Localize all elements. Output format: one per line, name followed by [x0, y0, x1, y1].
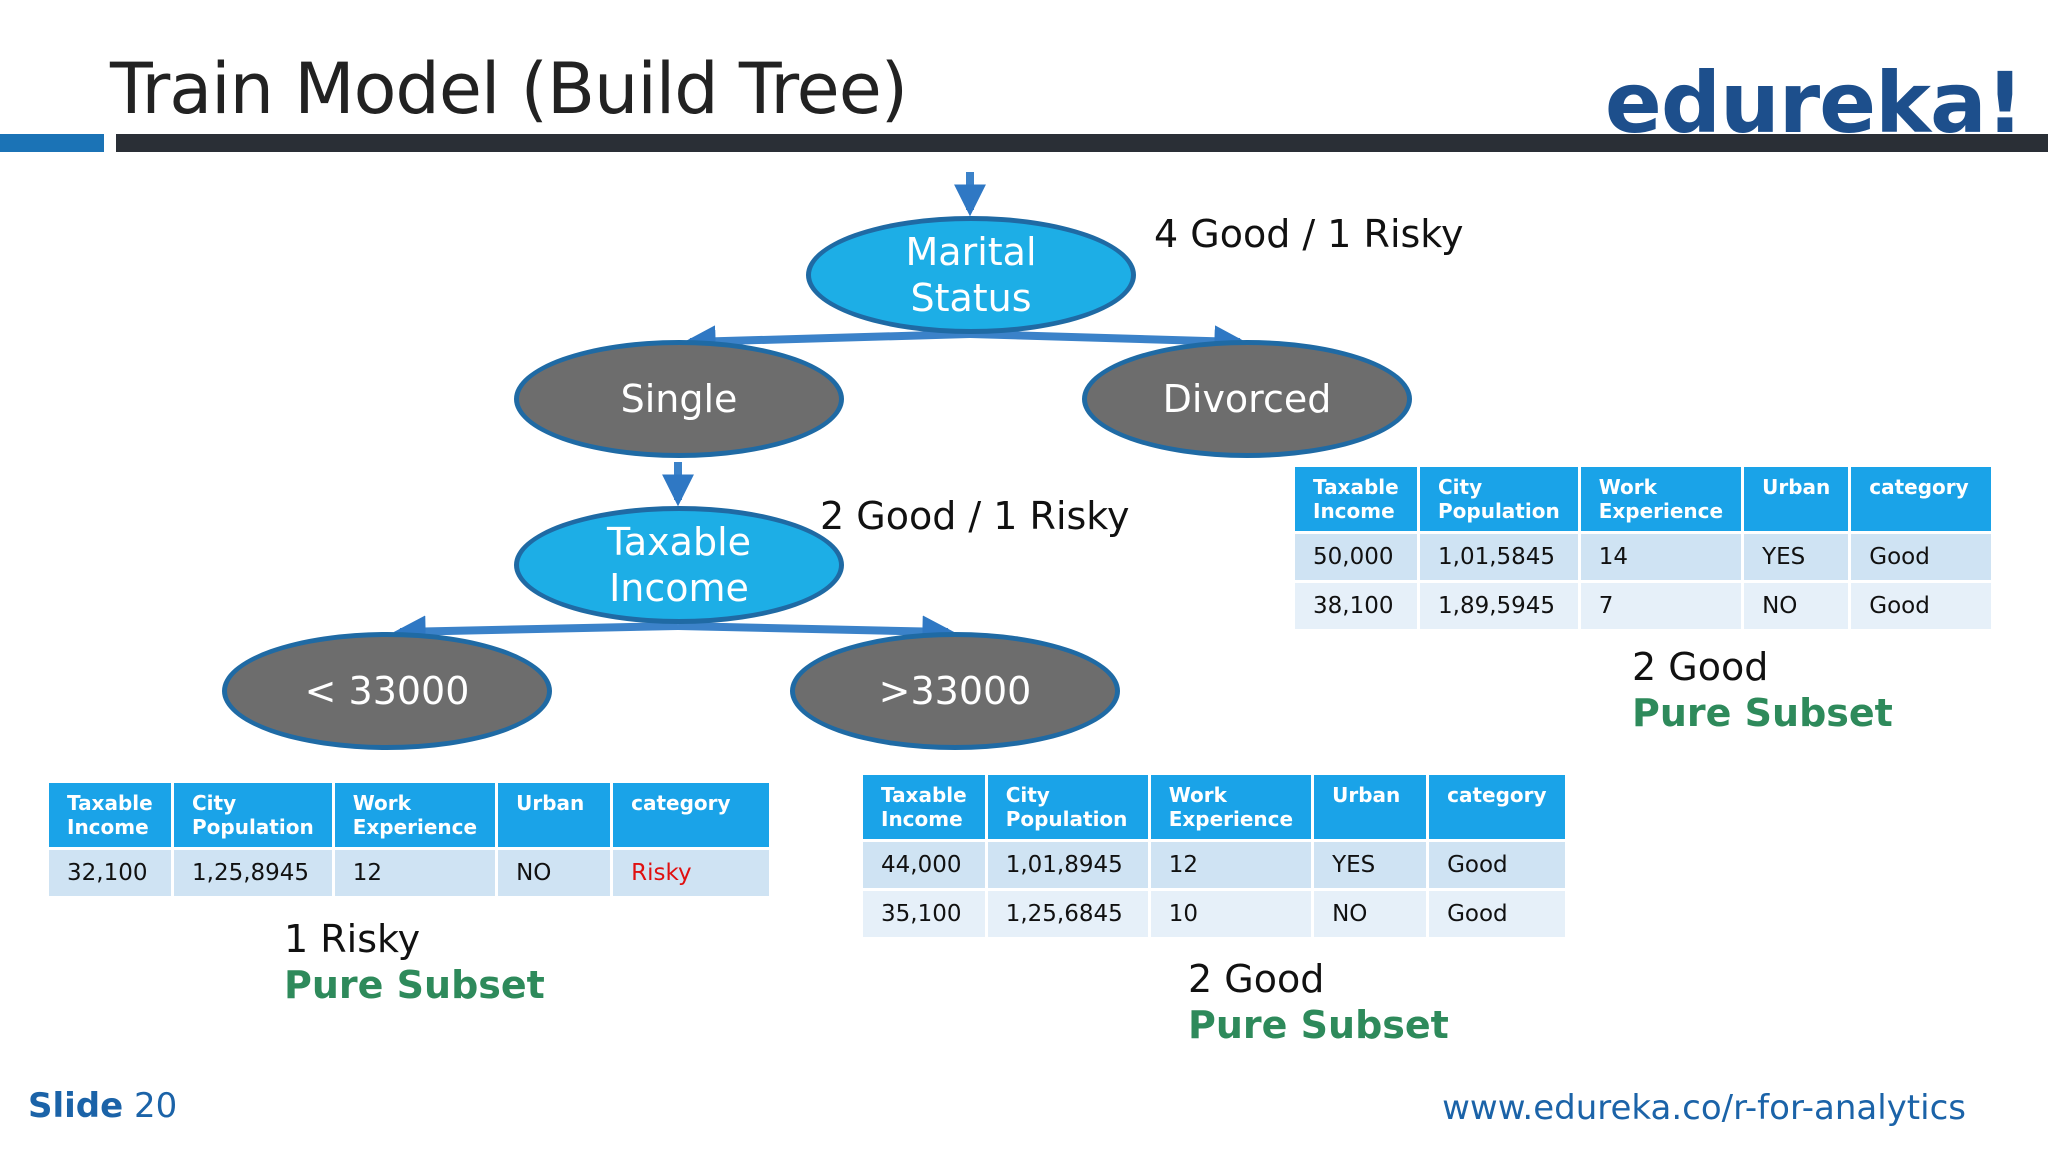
income-stat: 2 Good / 1 Risky: [820, 494, 1130, 538]
summary-gt-pure: Pure Subset: [1188, 1003, 1449, 1047]
summary-divorced-count: 2 Good: [1632, 645, 1769, 689]
th-urban: Urban: [1314, 775, 1427, 839]
cell: 1,25,8945: [174, 850, 332, 896]
th-category: category: [1851, 467, 1992, 531]
header-bar-accent: [0, 134, 104, 152]
cell: 1,01,5845: [1420, 534, 1578, 580]
summary-divorced: 2 Good Pure Subset: [1632, 644, 1893, 736]
cell: 10: [1150, 891, 1312, 937]
node-marital-status-line1: Marital: [905, 230, 1037, 274]
cell: 44,000: [863, 842, 985, 888]
cell: 35,100: [863, 891, 985, 937]
node-taxable-income-line1: Taxable: [606, 520, 752, 564]
cell: 50,000: [1295, 534, 1417, 580]
summary-lt-count: 1 Risky: [284, 917, 421, 961]
node-divorced: Divorced: [1082, 340, 1412, 458]
th-category: category: [1429, 775, 1565, 839]
node-gt-33000-label: >33000: [878, 669, 1032, 713]
edge-root-divorced: [969, 325, 1247, 358]
cell: 7: [1580, 583, 1742, 629]
node-taxable-income-line2: Income: [609, 566, 749, 610]
edge-income-lt: [393, 615, 679, 648]
edge-root-single: [683, 325, 971, 358]
table-row: 32,100 1,25,8945 12 NO Risky: [49, 850, 770, 896]
slide-number: Slide 20: [28, 1086, 177, 1126]
cell: 32,100: [49, 850, 171, 896]
cell: 12: [334, 850, 496, 896]
cell: NO: [1744, 583, 1849, 629]
cell: Good: [1851, 534, 1992, 580]
cell-risky: Risky: [613, 850, 770, 896]
table-row: 38,100 1,89,5945 7 NO Good: [1295, 583, 1992, 629]
cell: NO: [1314, 891, 1427, 937]
th-urban: Urban: [498, 783, 611, 847]
root-stat: 4 Good / 1 Risky: [1154, 212, 1464, 256]
node-single: Single: [514, 340, 844, 458]
summary-lt-33000: 1 Risky Pure Subset: [284, 916, 545, 1008]
header-bar: [116, 134, 2048, 152]
cell: Good: [1429, 891, 1565, 937]
node-lt-33000: < 33000: [222, 632, 552, 750]
cell: 14: [1580, 534, 1742, 580]
cell: YES: [1314, 842, 1427, 888]
cell: 1,89,5945: [1420, 583, 1578, 629]
node-divorced-label: Divorced: [1162, 377, 1332, 421]
cell: 1,25,6845: [987, 891, 1148, 937]
table-row: 44,000 1,01,8945 12 YES Good: [863, 842, 1565, 888]
cell: Good: [1851, 583, 1992, 629]
slide-number-value: 20: [134, 1086, 178, 1126]
node-marital-status-line2: Status: [910, 276, 1032, 320]
edge-income-gt: [677, 615, 955, 648]
node-lt-33000-label: < 33000: [304, 669, 470, 713]
summary-gt-count: 2 Good: [1188, 957, 1325, 1001]
slide-label: Slide: [28, 1086, 124, 1126]
table-row: 50,000 1,01,5845 14 YES Good: [1295, 534, 1992, 580]
cell: 38,100: [1295, 583, 1417, 629]
cell: Good: [1429, 842, 1565, 888]
cell: NO: [498, 850, 611, 896]
slide-title: Train Model (Build Tree): [110, 48, 908, 130]
th-category: category: [613, 783, 770, 847]
table-row: 35,100 1,25,6845 10 NO Good: [863, 891, 1565, 937]
node-single-label: Single: [620, 377, 738, 421]
cell: YES: [1744, 534, 1849, 580]
th-urban: Urban: [1744, 467, 1849, 531]
summary-divorced-pure: Pure Subset: [1632, 691, 1893, 735]
summary-gt-33000: 2 Good Pure Subset: [1188, 956, 1449, 1048]
cell: 1,01,8945: [987, 842, 1148, 888]
node-gt-33000: >33000: [790, 632, 1120, 750]
footer-url[interactable]: www.edureka.co/r-for-analytics: [1442, 1088, 1966, 1128]
summary-lt-pure: Pure Subset: [284, 963, 545, 1007]
cell: 12: [1150, 842, 1312, 888]
